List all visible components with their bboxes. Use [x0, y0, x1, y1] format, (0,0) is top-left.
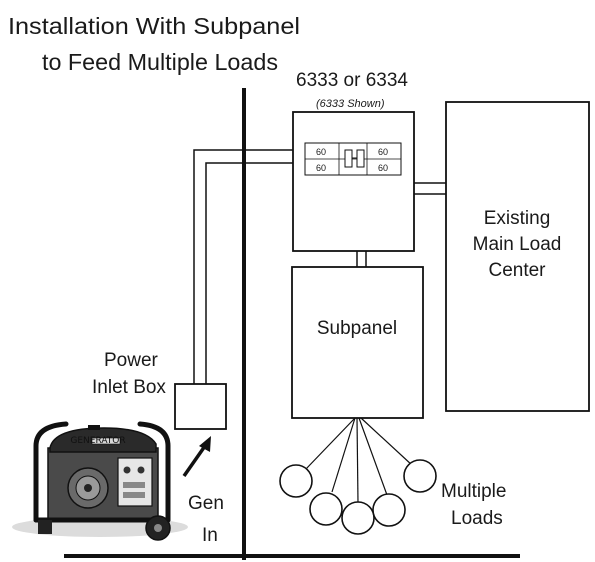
title-line-2: to Feed Multiple Loads [42, 49, 278, 75]
breaker-panel [304, 142, 402, 176]
breaker-label-2: 60 [316, 163, 326, 173]
main-load-center-line-3: Center [488, 260, 546, 281]
load-circle [403, 459, 437, 493]
load-circle [372, 493, 406, 527]
title-line-1: Installation With Subpanel [8, 13, 300, 39]
breaker-label-4: 60 [378, 163, 388, 173]
main-load-center-line-1: Existing [484, 208, 551, 229]
load-wires [304, 417, 414, 504]
breaker-label-3: 60 [378, 147, 388, 157]
gen-in-arrow [182, 436, 211, 478]
switch-to-main-conduit [414, 182, 446, 195]
generator-brand-label: GENERATOR [70, 436, 125, 446]
transfer-switch-model: 6333 or 6334 [296, 70, 408, 91]
power-inlet-box-line-2: Inlet Box [92, 377, 166, 398]
power-inlet-box-line-1: Power [104, 350, 159, 371]
transfer-switch-box [292, 111, 415, 252]
load-circle [341, 501, 375, 535]
subpanel-box [291, 266, 424, 419]
switch-to-subpanel-conduit [356, 251, 367, 267]
inlet-to-switch-conduit [193, 149, 293, 384]
subpanel-label: Subpanel [317, 318, 397, 339]
portable-generator-icon [12, 421, 188, 541]
load-circle [279, 464, 313, 498]
gen-in-line-2: In [202, 525, 218, 546]
main-load-center-box [445, 101, 590, 412]
gen-in-line-1: Gen [188, 493, 224, 514]
multiple-loads-line-1: Multiple [441, 481, 506, 502]
multiple-loads-line-2: Loads [451, 508, 503, 529]
transfer-switch-note: (6333 Shown) [316, 98, 385, 110]
load-circle [309, 492, 343, 526]
main-load-center-line-2: Main Load [473, 234, 562, 255]
breaker-label-1: 60 [316, 147, 326, 157]
power-inlet-box [174, 383, 227, 430]
